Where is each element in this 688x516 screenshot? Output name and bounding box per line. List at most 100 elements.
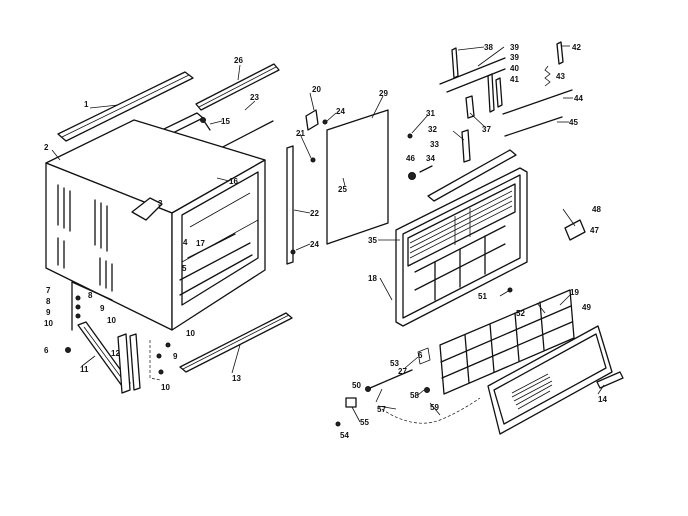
part-33-strip bbox=[427, 149, 517, 202]
callout-32: 32 bbox=[428, 125, 437, 134]
part-27 bbox=[417, 347, 431, 365]
part-14 bbox=[596, 371, 624, 389]
callout-42: 42 bbox=[572, 43, 581, 52]
callout-58: 58 bbox=[410, 391, 419, 400]
part-58-rod bbox=[369, 369, 413, 389]
callout-7: 7 bbox=[46, 286, 51, 295]
callout-40: 40 bbox=[510, 64, 519, 73]
callout-15: 15 bbox=[221, 117, 230, 126]
callout-10a: 10 bbox=[44, 319, 53, 328]
screw-31 bbox=[407, 133, 413, 139]
callout-54: 54 bbox=[340, 431, 349, 440]
callout-43: 43 bbox=[556, 72, 565, 81]
callout-52: 52 bbox=[516, 309, 525, 318]
part-12-bracket bbox=[117, 333, 141, 394]
callout-18: 18 bbox=[368, 274, 377, 283]
callout-29: 29 bbox=[379, 89, 388, 98]
part-20-clip bbox=[305, 109, 328, 131]
callout-13: 13 bbox=[232, 374, 241, 383]
cabinet-housing bbox=[45, 119, 266, 331]
callout-53: 53 bbox=[390, 359, 399, 368]
callout-24b: 24 bbox=[310, 240, 319, 249]
screw-15 bbox=[200, 117, 211, 131]
callout-33: 33 bbox=[430, 140, 439, 149]
screw-6 bbox=[65, 347, 71, 353]
screw-9 bbox=[75, 304, 81, 310]
callout-48: 48 bbox=[592, 205, 601, 214]
callout-5: 5 bbox=[182, 264, 187, 273]
callout-10b: 10 bbox=[107, 316, 116, 325]
part-13-bottom-rail bbox=[179, 312, 293, 373]
part-32 bbox=[461, 129, 471, 163]
screw-21 bbox=[310, 157, 316, 163]
callout-11: 11 bbox=[80, 365, 89, 374]
callout-6: 6 bbox=[44, 346, 49, 355]
part-35-front-panel bbox=[395, 167, 528, 327]
callout-3: 3 bbox=[158, 199, 163, 208]
callout-31: 31 bbox=[426, 109, 435, 118]
part-59-chain bbox=[377, 397, 481, 424]
callout-10d: 10 bbox=[161, 383, 170, 392]
callout-45: 45 bbox=[569, 118, 578, 127]
callout-59: 59 bbox=[430, 403, 439, 412]
screw-8 bbox=[75, 295, 81, 301]
callout-9b: 9 bbox=[100, 304, 105, 313]
callout-51: 51 bbox=[478, 292, 487, 301]
callout-50: 50 bbox=[352, 381, 361, 390]
callout-14: 14 bbox=[598, 395, 607, 404]
callout-10c: 10 bbox=[186, 329, 195, 338]
cabinet-louvers bbox=[57, 184, 113, 292]
callout-9a: 9 bbox=[46, 308, 51, 317]
callout-57: 57 bbox=[377, 405, 386, 414]
callout-34a: 34 bbox=[426, 154, 435, 163]
callout-39a: 39 bbox=[510, 43, 519, 52]
callout-49: 49 bbox=[582, 303, 591, 312]
trim-pieces bbox=[439, 41, 573, 137]
knob-46 bbox=[408, 172, 416, 180]
screw-9b bbox=[156, 353, 162, 359]
part-1-top-rail bbox=[57, 71, 194, 142]
callout-55: 55 bbox=[360, 418, 369, 427]
part-19-filter bbox=[439, 289, 575, 395]
callout-12: 12 bbox=[111, 349, 120, 358]
screw-10b bbox=[165, 342, 171, 348]
callout-37: 37 bbox=[482, 125, 491, 134]
callout-23: 23 bbox=[250, 93, 259, 102]
callout-47: 47 bbox=[590, 226, 599, 235]
part-26-rail bbox=[195, 63, 280, 111]
callout-38a: 38 bbox=[484, 43, 493, 52]
part-47-clip bbox=[564, 219, 586, 241]
callout-35: 35 bbox=[368, 236, 377, 245]
part-29-panel bbox=[326, 109, 389, 245]
callout-8b: 8 bbox=[88, 291, 93, 300]
callout-16: 16 bbox=[229, 177, 238, 186]
callout-6b: 6 bbox=[418, 351, 423, 360]
callout-labels: 1 2 26 23 15 16 3 4 17 5 20 24 21 22 24 … bbox=[44, 43, 607, 440]
callout-21: 21 bbox=[296, 129, 305, 138]
screw-24 bbox=[290, 249, 296, 255]
part-22-vertical-post bbox=[286, 145, 294, 265]
callout-27: 27 bbox=[398, 367, 407, 376]
screw-54 bbox=[335, 421, 341, 427]
part-7-strap bbox=[71, 281, 113, 301]
callout-44: 44 bbox=[574, 94, 583, 103]
callout-4: 4 bbox=[183, 238, 188, 247]
callout-39b: 39 bbox=[510, 53, 519, 62]
part-55-knob bbox=[345, 397, 357, 408]
screw-10c bbox=[158, 369, 164, 375]
callout-19: 19 bbox=[570, 288, 579, 297]
screw-10 bbox=[75, 313, 81, 319]
callout-24a: 24 bbox=[336, 107, 345, 116]
part-50 bbox=[424, 387, 430, 393]
callout-2: 2 bbox=[44, 143, 49, 152]
callout-41: 41 bbox=[510, 75, 519, 84]
callout-22: 22 bbox=[310, 209, 319, 218]
part-49-front-cover bbox=[487, 325, 613, 435]
callout-8a: 8 bbox=[46, 297, 51, 306]
callout-46: 46 bbox=[406, 154, 415, 163]
leader-lines bbox=[51, 45, 605, 423]
callout-9c: 9 bbox=[173, 352, 178, 361]
callout-17: 17 bbox=[196, 239, 205, 248]
callout-26: 26 bbox=[234, 56, 243, 65]
